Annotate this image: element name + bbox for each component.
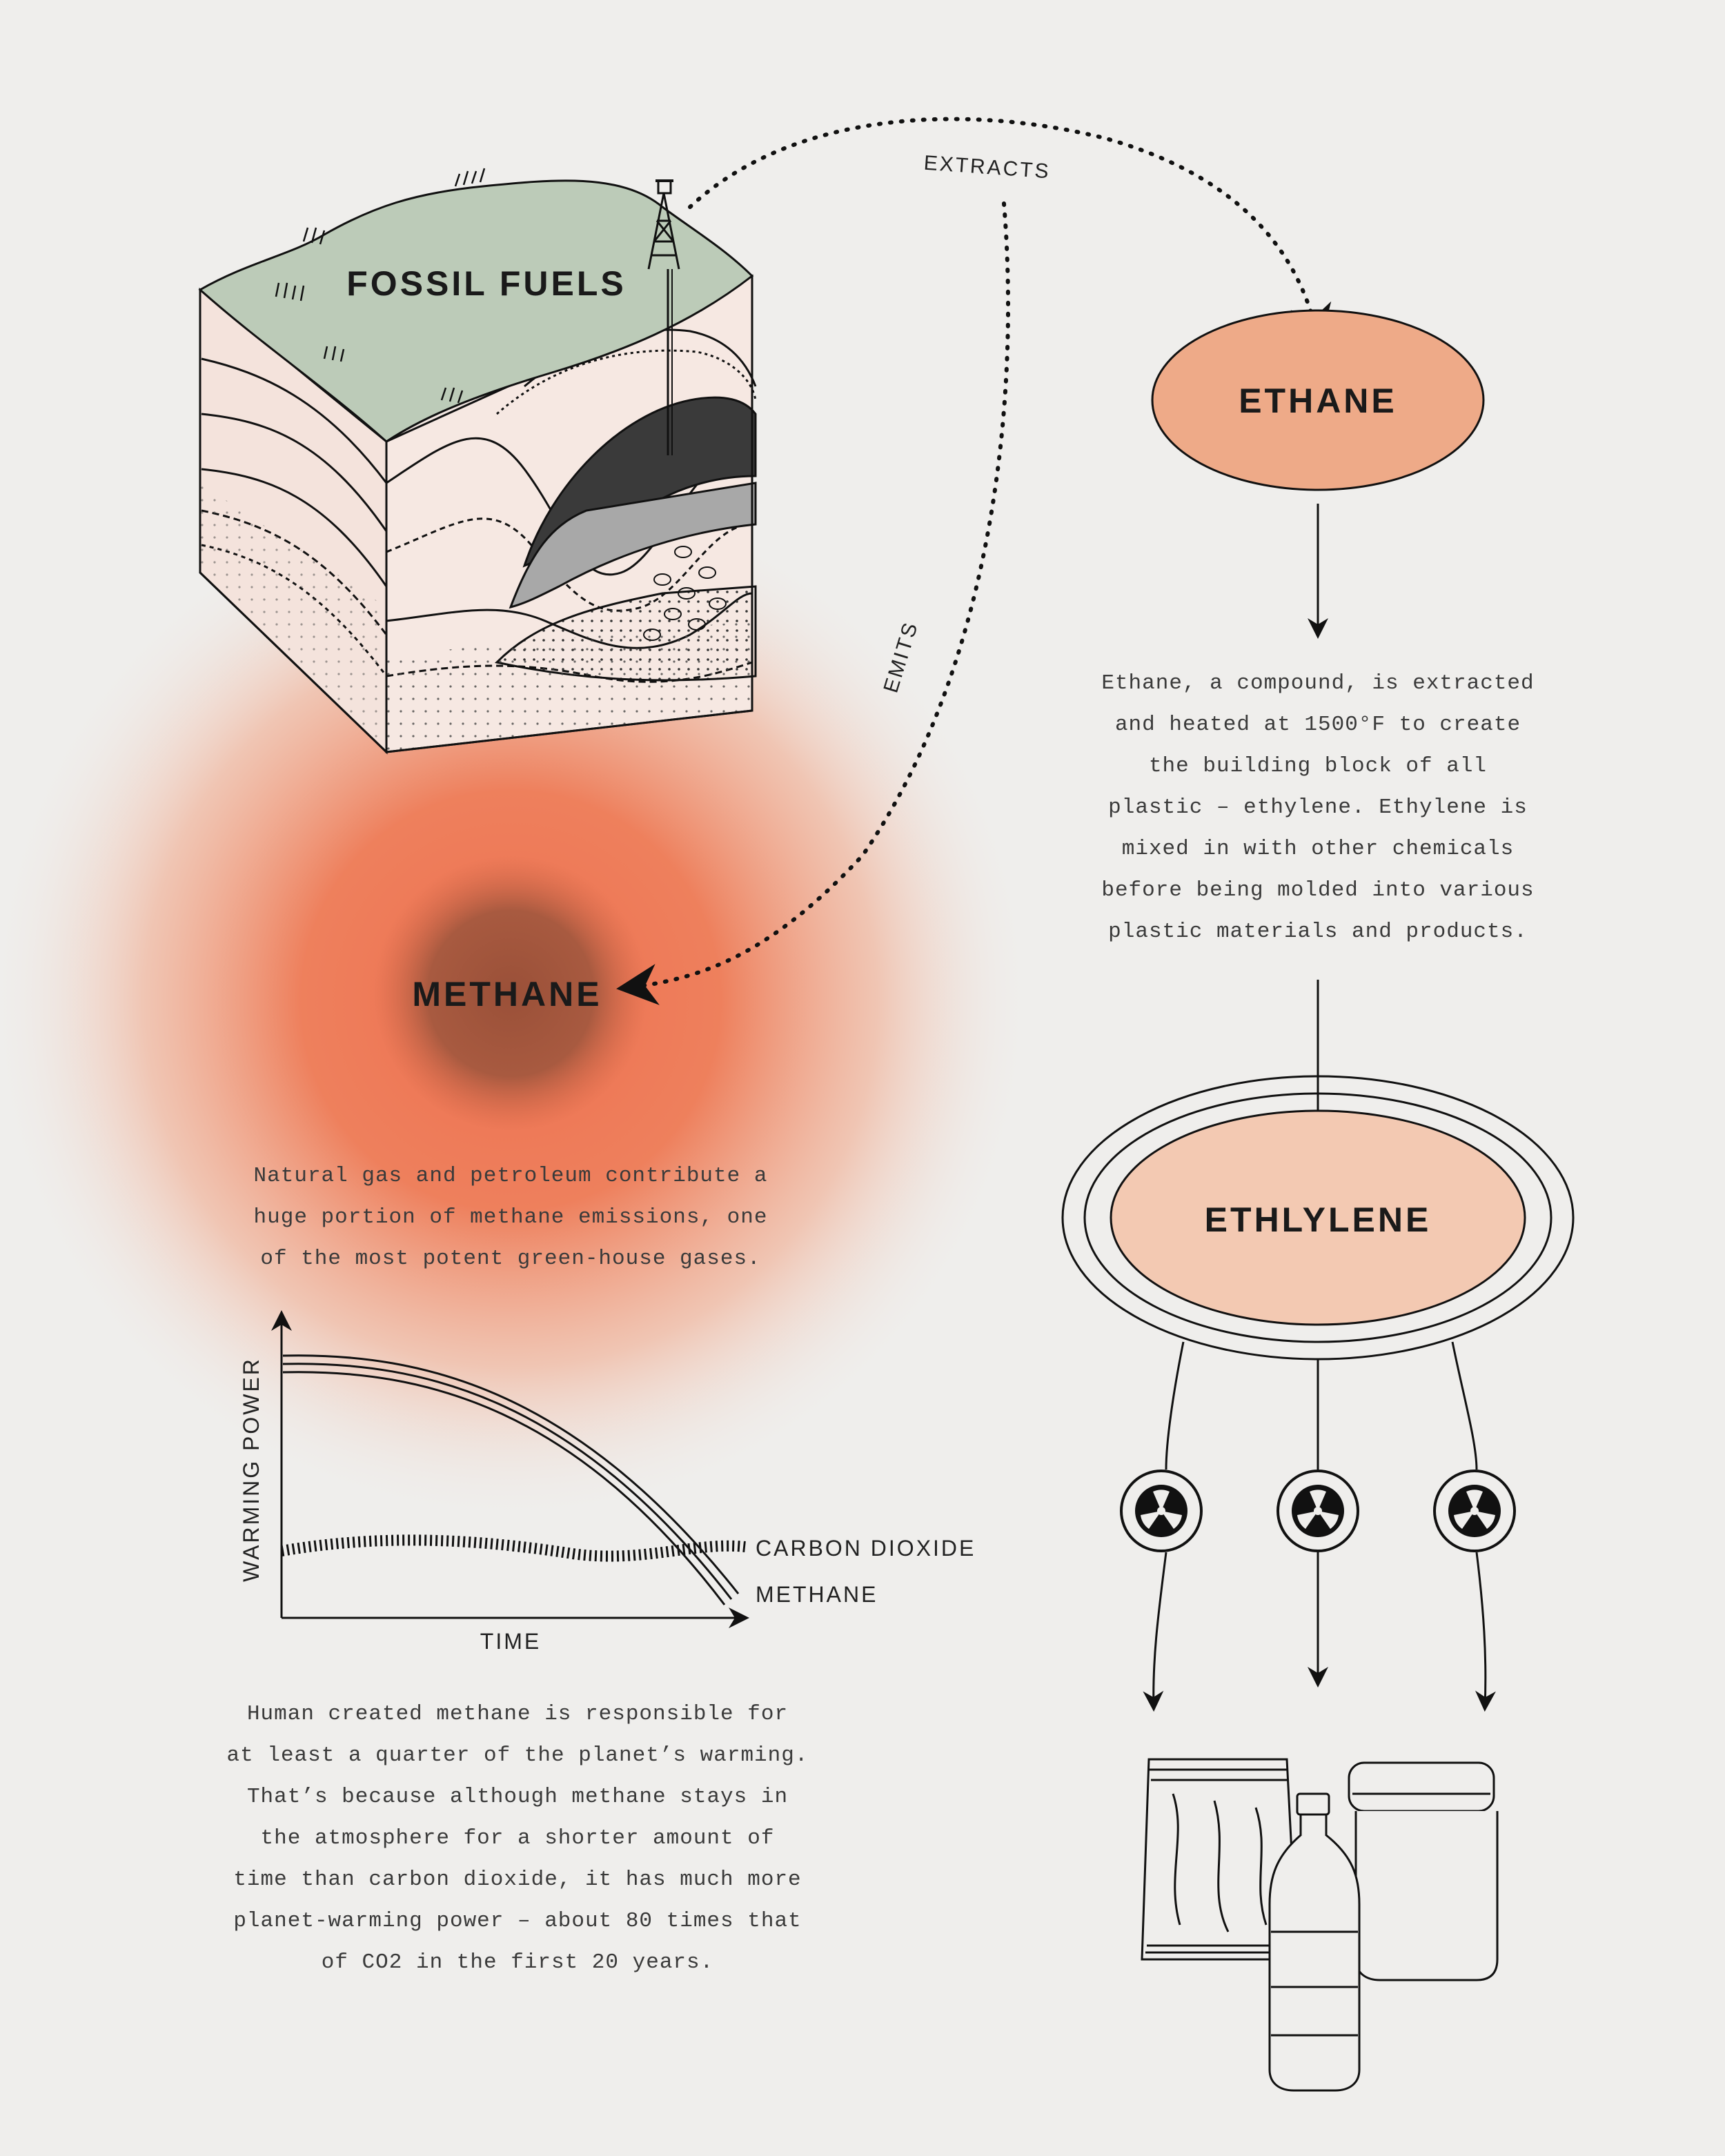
extracts-label: EXTRACTS <box>923 152 1052 184</box>
methane-label: METHANE <box>412 975 602 1013</box>
ethylene-branches <box>1143 1341 1496 1712</box>
co2-series-line <box>280 1534 746 1562</box>
extracts-arrow <box>688 117 1332 346</box>
chart-ylabel: WARMING POWER <box>239 1357 264 1582</box>
fossil-fuels-block <box>198 168 757 755</box>
methane-series-line <box>282 1354 740 1605</box>
ethane-node <box>1151 309 1485 491</box>
radiation-icon-center <box>1276 1470 1359 1552</box>
ethane-description: Ethane, a compound, is extracted and hea… <box>1101 671 1535 944</box>
plastic-jar-icon <box>1348 1761 1499 1981</box>
warming-chart: WARMING POWER TIME CARBON DIOXIDE METHAN… <box>239 1310 976 1654</box>
ethylene-label: ETHLYLENE <box>1205 1200 1432 1239</box>
co2-series-label: CARBON DIOXIDE <box>756 1536 976 1561</box>
chart-xlabel: TIME <box>480 1629 541 1654</box>
methane-description: Natural gas and petroleum contribute a h… <box>253 1164 768 1271</box>
radiation-icon-right <box>1433 1470 1516 1552</box>
fossil-fuels-label: FOSSIL FUELS <box>346 264 626 303</box>
methane-core <box>373 856 649 1131</box>
ethane-label: ETHANE <box>1239 382 1397 420</box>
plastic-bottle-icon <box>1268 1792 1361 2092</box>
warming-description: Human created methane is responsible for… <box>226 1702 809 1975</box>
emits-arrow <box>616 201 1011 1005</box>
methane-series-label: METHANE <box>756 1582 878 1607</box>
radiation-icon-left <box>1120 1470 1203 1552</box>
